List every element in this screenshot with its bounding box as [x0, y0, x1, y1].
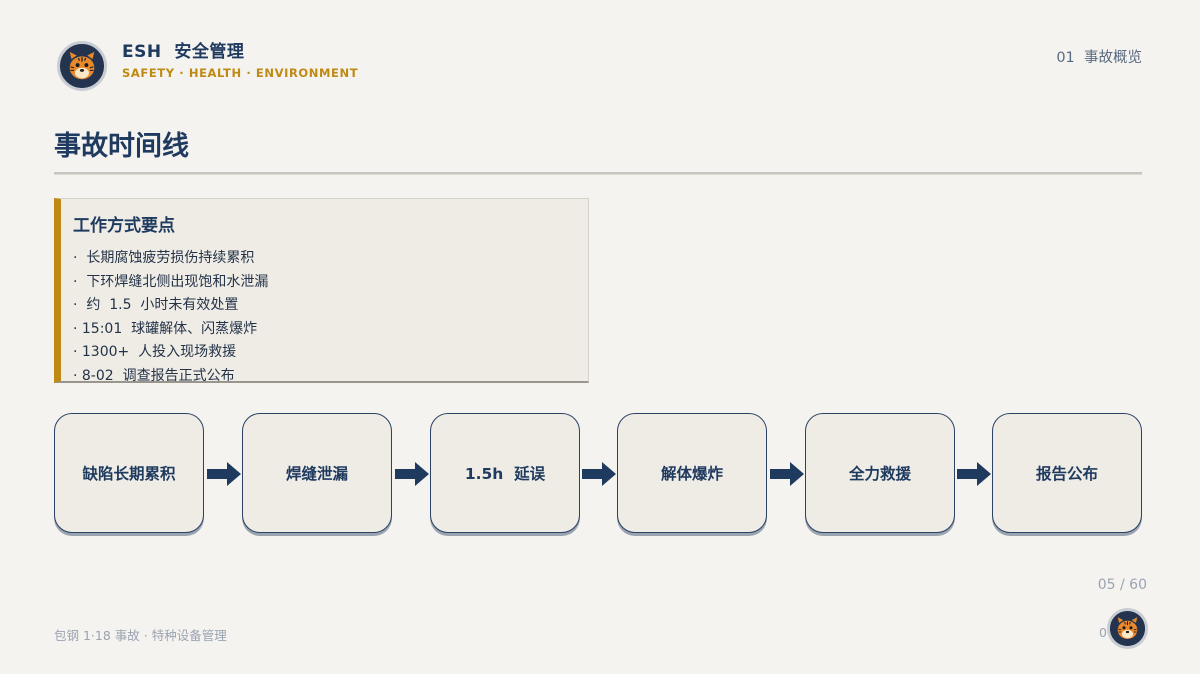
key-points-panel: 工作方式要点 · 长期腐蚀疲劳损伤持续累积 · 下环焊缝北侧出现饱和水泄漏 · …: [54, 198, 589, 383]
timeline-step-label: 焊缝泄漏: [285, 465, 348, 483]
footer-text: 包钢 1·18 事故 · 特种设备管理: [54, 628, 227, 643]
timeline-step-label: 1.5h 延误: [464, 465, 546, 483]
timeline-step: 缺陷长期累积: [54, 413, 204, 533]
timeline-step: 报告公布: [992, 413, 1142, 533]
timeline-step: 焊缝泄漏: [242, 413, 392, 533]
arrow-right-icon: [206, 460, 242, 488]
timeline-step-label: 缺陷长期累积: [82, 465, 176, 483]
timeline-step: 全力救援: [805, 413, 955, 533]
footer-page-number: 0: [1099, 625, 1107, 640]
tiger-logo-icon: [1107, 608, 1148, 649]
list-item: · 1300+ 人投入现场救援: [73, 344, 237, 360]
list-item: · 长期腐蚀疲劳损伤持续累积: [73, 250, 255, 266]
list-item: · 8-02 调查报告正式公布: [73, 367, 235, 383]
key-points-list: · 长期腐蚀疲劳损伤持续累积 · 下环焊缝北侧出现饱和水泄漏 · 约 1.5 小…: [73, 247, 269, 383]
brand-subtitle: SAFETY · HEALTH · ENVIRONMENT: [122, 66, 359, 80]
timeline-step: 1.5h 延误: [430, 413, 580, 533]
timeline-step-label: 解体爆炸: [660, 465, 723, 483]
arrow-right-icon: [394, 460, 430, 488]
arrow-right-icon: [581, 460, 617, 488]
list-item: · 约 1.5 小时未有效处置: [73, 297, 239, 313]
list-item: · 下环焊缝北侧出现饱和水泄漏: [73, 273, 269, 290]
arrow-right-icon: [956, 460, 992, 488]
timeline-flow: 缺陷长期累积 焊缝泄漏 1.5h 延误 解体爆炸 全力救援 报告公布: [54, 413, 1144, 538]
list-item: · 15:01 球罐解体、闪蒸爆炸: [73, 320, 258, 337]
brand-title: ESH 安全管理: [122, 42, 245, 62]
section-label: 01 事故概览: [1056, 50, 1142, 66]
title-divider: [54, 172, 1142, 175]
timeline-step-label: 全力救援: [848, 465, 911, 483]
timeline-step: 解体爆炸: [617, 413, 767, 533]
tiger-logo-icon: [57, 41, 107, 91]
page-title: 事故时间线: [54, 131, 189, 162]
timeline-step-label: 报告公布: [1035, 465, 1098, 483]
page-number: 05 / 60: [1097, 577, 1147, 593]
arrow-right-icon: [769, 460, 805, 488]
panel-title: 工作方式要点: [73, 216, 175, 236]
